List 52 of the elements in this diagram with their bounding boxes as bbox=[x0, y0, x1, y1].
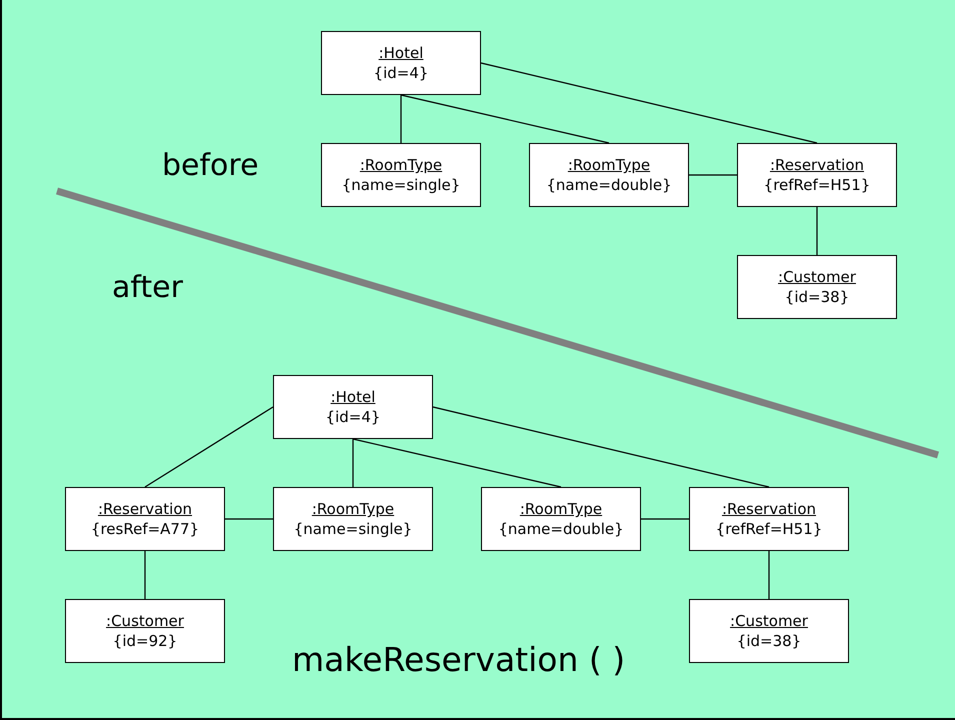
link-line bbox=[225, 518, 273, 520]
object-attribute: {name=double} bbox=[546, 175, 672, 195]
object-box bbox=[529, 143, 689, 207]
object-attribute: {id=38} bbox=[736, 631, 802, 651]
object-name: :Reservation bbox=[98, 499, 192, 519]
link-line bbox=[144, 406, 274, 488]
object-attribute: {id=4} bbox=[326, 407, 380, 427]
link-line bbox=[352, 439, 354, 487]
object-box bbox=[273, 375, 433, 439]
link-line bbox=[768, 551, 770, 599]
object-box bbox=[65, 487, 225, 551]
object-name: :Hotel bbox=[378, 43, 424, 63]
object-attribute: {name=double} bbox=[498, 519, 624, 539]
link-line bbox=[352, 438, 562, 488]
state-label: before bbox=[162, 148, 259, 183]
object-attribute: {id=92} bbox=[112, 631, 178, 651]
object-box bbox=[689, 487, 849, 551]
object-box bbox=[737, 255, 897, 319]
object-box bbox=[273, 487, 433, 551]
object-name: :RoomType bbox=[568, 155, 650, 175]
link-line bbox=[689, 174, 737, 176]
object-box bbox=[321, 31, 481, 95]
object-box bbox=[65, 599, 225, 663]
object-name: :Hotel bbox=[330, 387, 376, 407]
object-attribute: {id=38} bbox=[784, 287, 850, 307]
object-name: :RoomType bbox=[520, 499, 602, 519]
object-name: :Reservation bbox=[722, 499, 816, 519]
link-line bbox=[432, 406, 770, 488]
object-name: :RoomType bbox=[312, 499, 394, 519]
link-line bbox=[400, 95, 402, 143]
object-name: :Reservation bbox=[770, 155, 864, 175]
object-name: :RoomType bbox=[360, 155, 442, 175]
object-attribute: {name=single} bbox=[294, 519, 412, 539]
object-name: :Customer bbox=[106, 611, 184, 631]
object-attribute: {refRef=H51} bbox=[764, 175, 870, 195]
link-line bbox=[641, 518, 689, 520]
object-attribute: {name=single} bbox=[342, 175, 460, 195]
link-line bbox=[816, 207, 818, 255]
operation-label: makeReservation ( ) bbox=[292, 640, 626, 679]
link-line bbox=[400, 94, 610, 144]
object-box bbox=[481, 487, 641, 551]
object-box bbox=[737, 143, 897, 207]
object-box bbox=[321, 143, 481, 207]
object-attribute: {resRef=A77} bbox=[90, 519, 200, 539]
link-line bbox=[144, 551, 146, 599]
state-label: after bbox=[112, 270, 183, 305]
object-box bbox=[689, 599, 849, 663]
object-name: :Customer bbox=[778, 267, 856, 287]
object-attribute: {id=4} bbox=[374, 63, 428, 83]
object-attribute: {refRef=H51} bbox=[716, 519, 822, 539]
object-name: :Customer bbox=[730, 611, 808, 631]
link-line bbox=[480, 62, 818, 144]
